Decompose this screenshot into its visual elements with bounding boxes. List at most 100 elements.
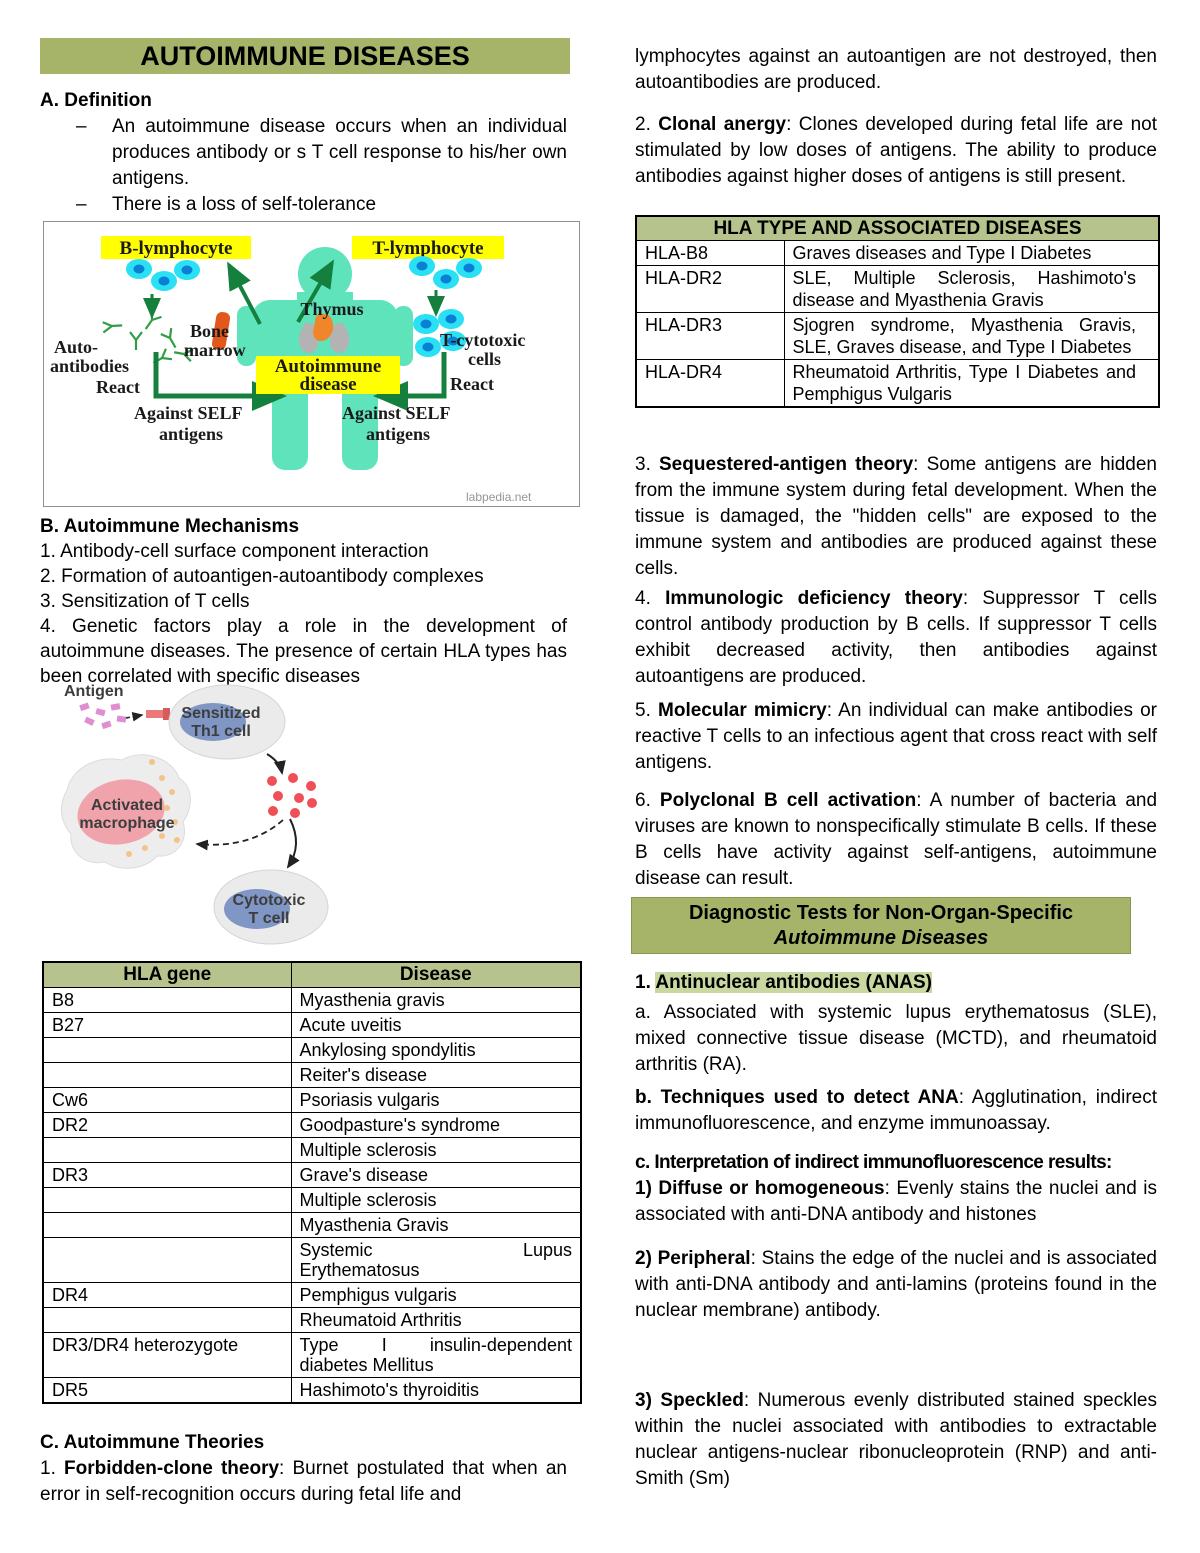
disease-cell: Pemphigus vulgaris (290, 1282, 582, 1308)
banner-line-1: Diagnostic Tests for Non-Organ-Specific (688, 902, 1074, 924)
disease-cell: Reiter's disease (290, 1062, 582, 1088)
associated-diseases-cell: SLE, Multiple Sclerosis, Hashimoto's dis… (783, 265, 1160, 313)
list-item: – An autoimmune disease occurs when an i… (40, 114, 567, 192)
auto-antibodies-label-2: antibodies (50, 356, 129, 376)
macrophage-label-1: Activated (91, 797, 163, 814)
hla-gene-cell (42, 1212, 292, 1238)
antigen-arrow (125, 712, 144, 722)
disease-cell: Multiple sclerosis (290, 1137, 582, 1163)
immunologic-paragraph: 4. Immunologic deficiency theory: Suppre… (635, 586, 1157, 690)
macrophage-label-2: macrophage (79, 815, 174, 832)
item-number: 1. (40, 1458, 64, 1479)
theory-name: Immunologic deficiency theory (665, 588, 963, 609)
antigen-label: Antigen (64, 683, 124, 700)
table-row: Multiple sclerosis (42, 1137, 582, 1163)
disease-cell: Myasthenia gravis (290, 987, 582, 1013)
disease-header: Disease (290, 961, 582, 988)
disease-cell: Rheumatoid Arthritis (290, 1307, 582, 1333)
lungs-shape (298, 322, 350, 354)
forbidden-clone-paragraph: 1. Forbidden-clone theory: Burnet postul… (40, 1456, 567, 1508)
hla-type-cell: HLA-DR2 (635, 265, 785, 313)
associated-diseases-cell: Sjogren syndrome, Myasthenia Gravis, SLE… (783, 312, 1160, 360)
disease-cell: Ankylosing spondylitis (290, 1037, 582, 1063)
item-number: 1. (635, 972, 656, 993)
theories-heading: C. Autoimmune Theories (40, 1432, 265, 1453)
continuation-paragraph: lymphocytes against an autoantigen are n… (635, 46, 1157, 93)
sensitized-th1-label-2: Th1 cell (191, 723, 251, 740)
hla-gene-cell: B27 (42, 1012, 292, 1038)
hla-type-cell: HLA-DR3 (635, 312, 785, 360)
item-number: 1) (635, 1178, 659, 1199)
pattern-name: Peripheral (657, 1248, 751, 1269)
hla-gene-cell (42, 1187, 292, 1213)
against-self-right-2: antigens (366, 424, 430, 444)
thymus-label: Thymus (300, 299, 363, 319)
item-number: 2) (635, 1248, 658, 1269)
disease-cell: Hashimoto's thyroiditis (290, 1377, 582, 1404)
ana-a-paragraph: a. Associated with systemic lupus erythe… (635, 1002, 1157, 1075)
disease-cell: Goodpasture's syndrome (290, 1112, 582, 1138)
t-lymphocyte-box (352, 236, 504, 259)
diagnostic-tests-banner: Diagnostic Tests for Non-Organ-Specific … (631, 897, 1131, 954)
autoimmune-disease-label-2: disease (300, 374, 357, 395)
peripheral-paragraph: 2) Peripheral: Stains the edge of the nu… (635, 1246, 1157, 1324)
technique-text: : Agglutination, indirect immunofluoresc… (635, 1087, 1157, 1134)
bullet-text: There is a loss of self-tolerance (112, 194, 377, 215)
page-title: AUTOIMMUNE DISEASES (40, 38, 570, 74)
hla-gene-cell: Cw6 (42, 1087, 292, 1113)
macrophage-nucleus (77, 779, 165, 845)
diffuse-paragraph: 1) Diffuse or homogeneous: Evenly stains… (635, 1176, 1157, 1228)
theory-text: : An individual can make antibodies or r… (635, 700, 1158, 773)
autoimmune-disease-label-1: Autoimmune (275, 356, 382, 377)
ana-b-paragraph: b. Techniques used to detect ANA: Agglut… (635, 1085, 1157, 1137)
sequestered-paragraph: 3. Sequestered-antigen theory: Some anti… (635, 452, 1157, 582)
theories-section: C. Autoimmune Theories 1. Forbidden-clon… (40, 1430, 567, 1508)
hla-gene-cell: DR5 (42, 1377, 292, 1404)
theory-name: Sequestered-antigen theory (659, 454, 914, 475)
theory-name: Clonal anergy (658, 114, 787, 135)
mechanisms-heading: B. Autoimmune Mechanisms (40, 516, 300, 537)
theory-name: Molecular mimicry (658, 700, 827, 721)
mechanism-item: 3. Sensitization of T cells (40, 591, 250, 612)
disease-cell: Psoriasis vulgaris (290, 1087, 582, 1113)
pattern-text: : Evenly stains the nuclei and is associ… (635, 1178, 1157, 1225)
item-number: 2. (635, 114, 659, 135)
b-lymphocyte-box (101, 236, 251, 259)
table-row: Reiter's disease (42, 1062, 582, 1088)
t-cytotoxic-label-1: T-cytotoxic (440, 330, 525, 350)
item-number: 4. (635, 588, 666, 609)
b-cells-cluster (126, 259, 200, 291)
bullet-text: An autoimmune disease occurs when an ind… (112, 116, 567, 189)
theory-text: : Burnet postulated that when an error i… (40, 1458, 567, 1505)
macrophage-arrow (195, 819, 284, 851)
autoimmune-diagram: B-lymphocyte T-lymphocyte (43, 221, 580, 507)
t-cytotoxic-label-2: cells (468, 349, 501, 369)
mechanism-item: 2. Formation of autoantigen-autoantibody… (40, 566, 484, 587)
table-header-row: HLA TYPE AND ASSOCIATED DISEASES (635, 215, 1160, 241)
definition-bullets: – An autoimmune disease occurs when an i… (40, 114, 567, 218)
b-lymphocyte-label: B-lymphocyte (120, 238, 233, 259)
th1-diagram: Antigen Sensitized Th1 cell (40, 680, 567, 961)
polyclonal-paragraph: 6. Polyclonal B cell activation: A numbe… (635, 788, 1157, 892)
theory-name: Polyclonal B cell activation (659, 790, 917, 811)
cytotoxic-label-2: T cell (249, 910, 290, 927)
dash-marker: – (76, 194, 87, 215)
receptor-tip (163, 708, 170, 720)
definition-heading: A. Definition (40, 90, 152, 111)
th1-diagram-svg: Antigen Sensitized Th1 cell (61, 683, 329, 945)
mechanisms-section: B. Autoimmune Mechanisms 1. Antibody-cel… (40, 514, 567, 689)
mechanism-item: 1. Antibody-cell surface component inter… (40, 541, 429, 562)
associated-diseases-cell: Graves diseases and Type I Diabetes (783, 240, 1160, 266)
against-self-right-1: Against SELF (342, 403, 451, 423)
hla-gene-cell: B8 (42, 987, 292, 1013)
disease-cell: Myasthenia Gravis (290, 1212, 582, 1238)
